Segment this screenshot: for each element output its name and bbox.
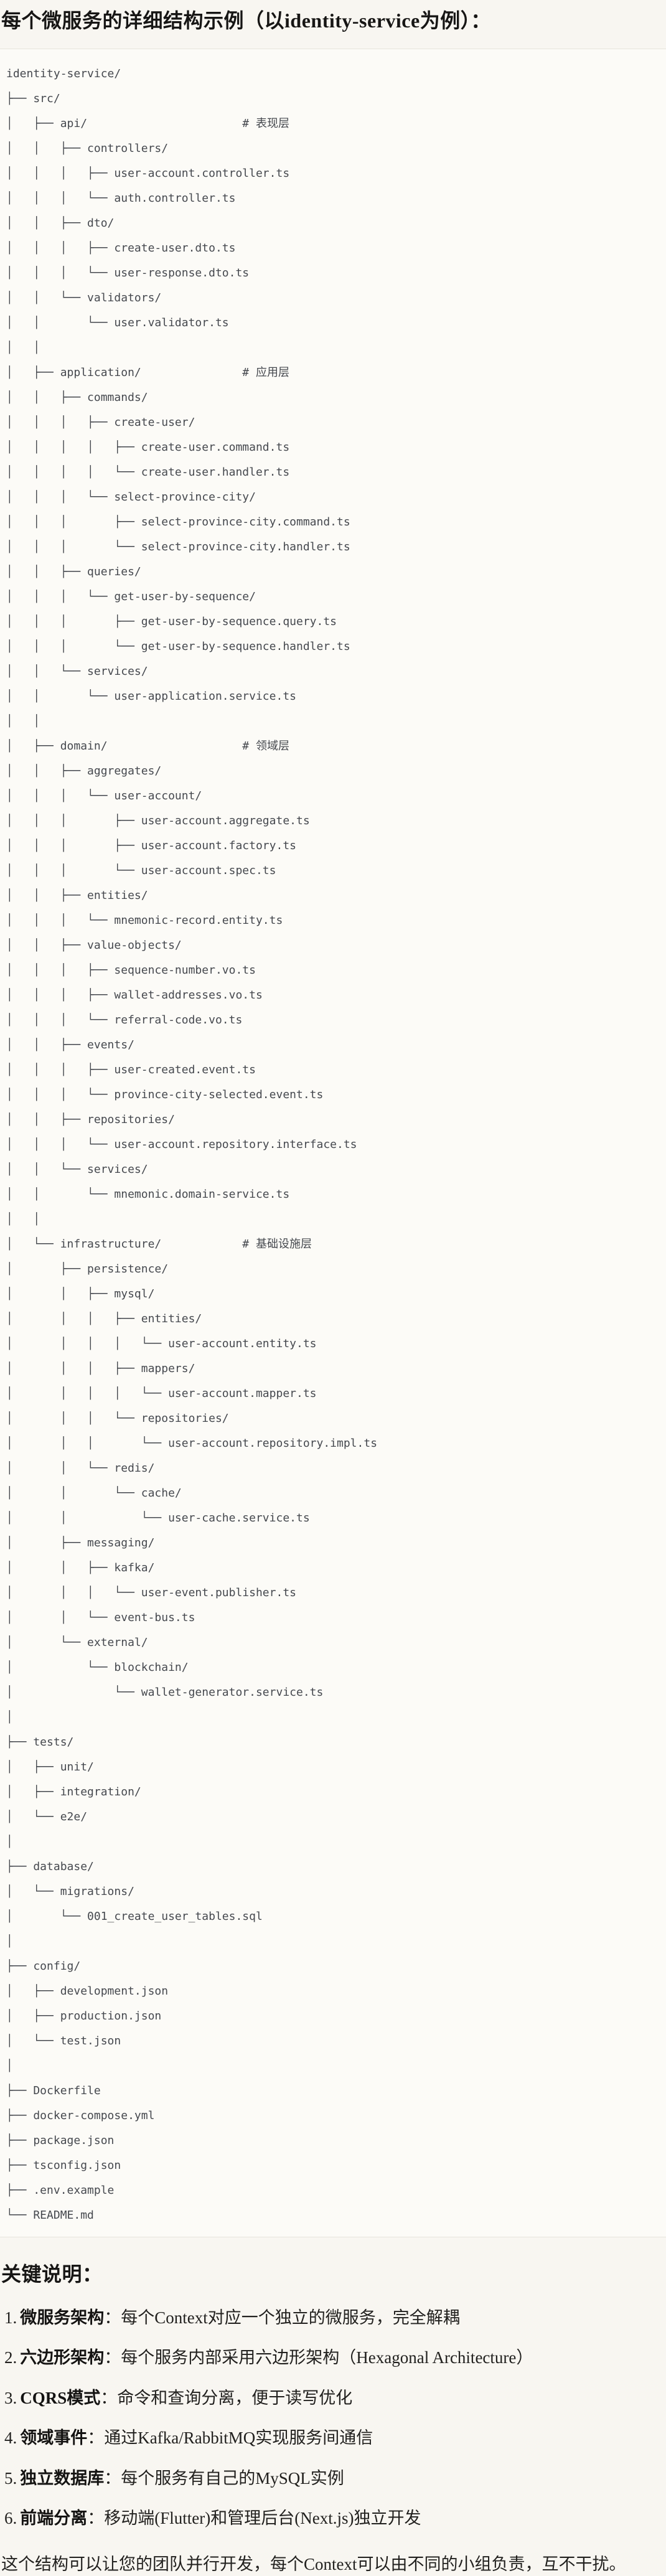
note-label: 前端分离 [20,2508,88,2527]
page-title: 每个微服务的详细结构示例（以identity-service为例）： [1,9,491,32]
note-text: 每个Context对应一个独立的微服务，完全解耦 [121,2308,460,2327]
note-separator: ： [104,2348,121,2367]
note-text: 命令和查询分离，便于读写优化 [117,2388,353,2407]
key-notes-heading: 关键说明： [1,2263,103,2286]
note-label: CQRS模式 [20,2388,101,2407]
note-separator: ： [100,2388,118,2407]
note-label: 六边形架构 [20,2348,105,2367]
note-text: 每个服务有自己的MySQL实例 [121,2468,344,2488]
note-text: 每个服务内部采用六边形架构（Hexagonal Architecture） [121,2348,533,2367]
key-notes-section: 关键说明： 1.微服务架构：每个Context对应一个独立的微服务，完全解耦 2… [0,2260,666,2575]
note-text: 移动端(Flutter)和管理后台(Next.js)独立开发 [104,2508,421,2527]
note-label: 领域事件 [20,2428,88,2448]
note-separator: ： [104,2468,121,2488]
note-item-6: 6.前端分离：移动端(Flutter)和管理后台(Next.js)独立开发 [1,2507,656,2529]
note-item-2: 2.六边形架构：每个服务内部采用六边形架构（Hexagonal Architec… [1,2346,656,2369]
note-item-1: 1.微服务架构：每个Context对应一个独立的微服务，完全解耦 [1,2306,656,2329]
note-item-3: 3.CQRS模式：命令和查询分离，便于读写优化 [1,2387,656,2409]
note-separator: ： [104,2308,121,2327]
note-number: 5. [4,2468,17,2488]
note-number: 3. [4,2388,17,2407]
note-separator: ： [87,2508,105,2527]
note-item-5: 5.独立数据库：每个服务有自己的MySQL实例 [1,2467,656,2489]
note-label: 微服务架构 [20,2308,105,2327]
note-number: 2. [4,2348,17,2367]
note-label: 独立数据库 [20,2468,105,2488]
note-number: 6. [4,2508,17,2527]
file-tree-code-block: identity-service/ ├── src/ │ ├── api/ # … [0,49,666,2238]
note-number: 4. [4,2428,17,2448]
closing-paragraph: 这个结构可以让您的团队并行开发，每个Context可以由不同的小组负责，互不干扰… [1,2555,626,2574]
note-text: 通过Kafka/RabbitMQ实现服务间通信 [104,2428,373,2448]
note-number: 1. [4,2308,17,2327]
note-separator: ： [87,2428,105,2448]
note-item-4: 4.领域事件：通过Kafka/RabbitMQ实现服务间通信 [1,2427,656,2449]
